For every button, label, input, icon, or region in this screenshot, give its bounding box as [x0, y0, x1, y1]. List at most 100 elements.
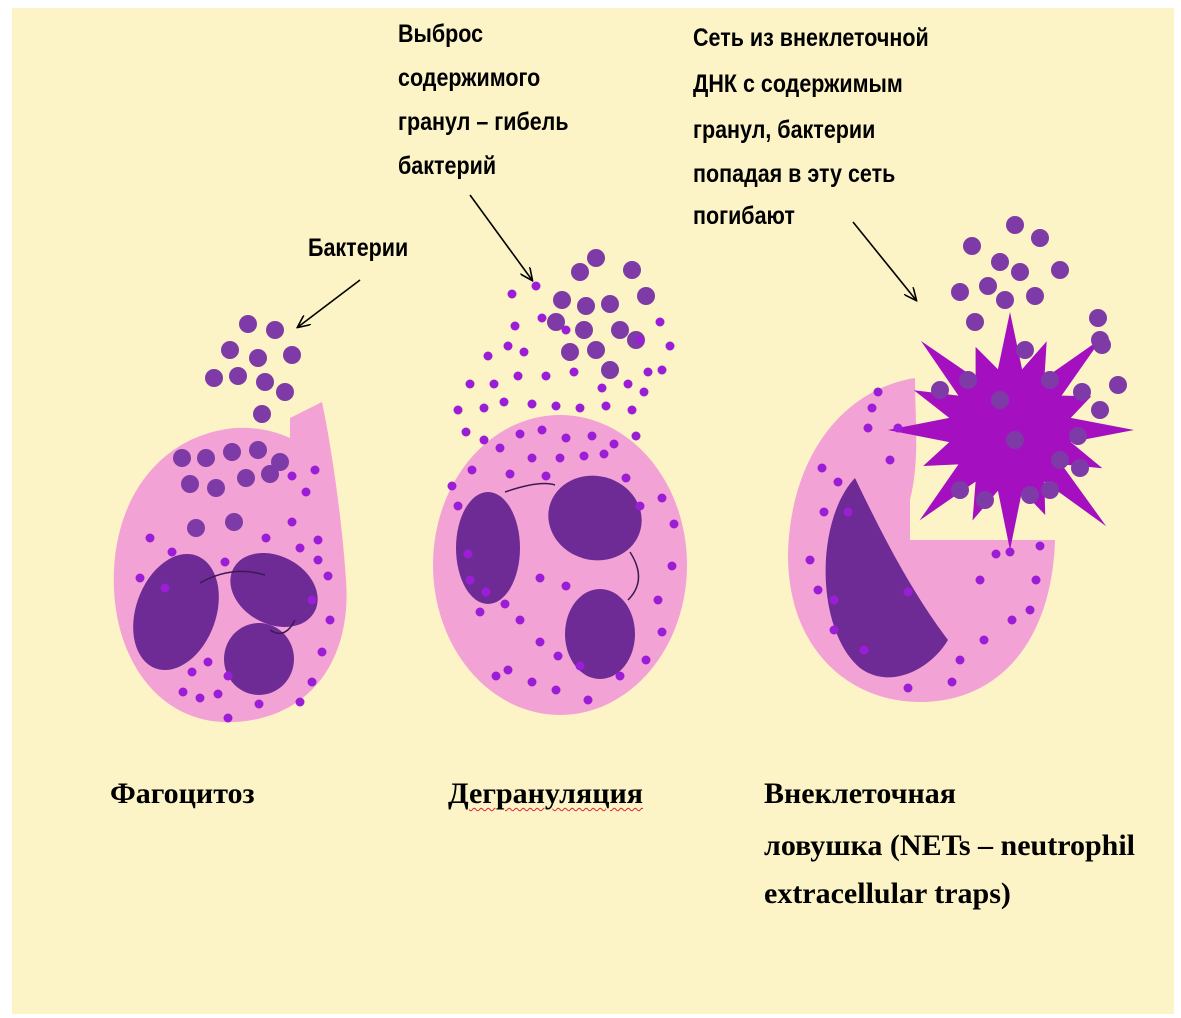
- granule: [894, 424, 903, 433]
- granule: [542, 472, 551, 481]
- granule: [532, 282, 541, 291]
- bacterium: [197, 449, 215, 467]
- granule: [562, 434, 571, 443]
- bacterium: [991, 391, 1009, 409]
- granule: [476, 608, 485, 617]
- bacterium: [261, 465, 279, 483]
- granule: [501, 600, 510, 609]
- granule: [490, 380, 499, 389]
- granule: [814, 586, 823, 595]
- granule: [632, 432, 641, 441]
- granule: [616, 672, 625, 681]
- granule: [588, 432, 597, 441]
- granule: [1036, 542, 1045, 551]
- granule: [308, 678, 317, 687]
- granule: [834, 478, 843, 487]
- granule: [506, 470, 515, 479]
- granule: [204, 658, 213, 667]
- label-net-line-5: погибают: [693, 200, 795, 233]
- granule: [830, 596, 839, 605]
- granule: [516, 430, 525, 439]
- granule: [820, 508, 829, 517]
- granule: [288, 518, 297, 527]
- granule: [262, 534, 271, 543]
- bacterium: [181, 475, 199, 493]
- bacterium: [1091, 401, 1109, 419]
- bacterium: [587, 341, 605, 359]
- granule: [511, 322, 520, 331]
- granule: [528, 454, 537, 463]
- bacterium: [1091, 331, 1109, 349]
- label-net-line-2: ДНК с содержимым: [693, 68, 903, 101]
- granule: [538, 426, 547, 435]
- caption-trap-line-3: extracellular traps): [764, 876, 1011, 912]
- bacterium: [221, 341, 239, 359]
- granule: [654, 596, 663, 605]
- bacterium: [237, 469, 255, 487]
- granule: [516, 616, 525, 625]
- granule: [844, 508, 853, 517]
- bacterium: [1011, 263, 1029, 281]
- bacterium: [1073, 383, 1091, 401]
- bacterium: [1006, 431, 1024, 449]
- granule: [580, 452, 589, 461]
- granule: [314, 556, 323, 565]
- granule: [624, 380, 633, 389]
- label-net-line-3: гранул, бактерии: [693, 114, 875, 147]
- granule: [196, 694, 205, 703]
- granule: [864, 424, 873, 433]
- bacterium: [1006, 216, 1024, 234]
- bacterium: [1051, 261, 1069, 279]
- bacterium: [1109, 376, 1127, 394]
- label-net-line-1: Сеть из внеклеточной: [693, 22, 929, 55]
- bacterium: [207, 479, 225, 497]
- granule: [992, 550, 1001, 559]
- nucleus-lobe: [224, 623, 294, 695]
- granule: [656, 318, 665, 327]
- granule: [288, 472, 297, 481]
- granule: [668, 562, 677, 571]
- granule: [576, 662, 585, 671]
- granule: [214, 690, 223, 699]
- granule: [860, 646, 869, 655]
- granule: [1008, 616, 1017, 625]
- bacterium: [979, 277, 997, 295]
- bacterium: [637, 287, 655, 305]
- label-release-line-4: бактерий: [398, 150, 496, 183]
- caption-phagocytosis: Фагоцитоз: [110, 776, 255, 812]
- granule: [311, 466, 320, 475]
- bacterium: [1016, 341, 1034, 359]
- granule: [658, 494, 667, 503]
- granule: [1026, 606, 1035, 615]
- granule: [622, 474, 631, 483]
- granule: [188, 668, 197, 677]
- bacterium: [571, 263, 589, 281]
- granule: [1032, 576, 1041, 585]
- granule: [980, 636, 989, 645]
- granule: [324, 572, 333, 581]
- bacterium: [951, 481, 969, 499]
- bacterium: [966, 313, 984, 331]
- granule: [179, 688, 188, 697]
- granule: [146, 534, 155, 543]
- label-bacteria: Бактерии: [308, 232, 408, 265]
- granule: [221, 558, 230, 567]
- granule: [466, 576, 475, 585]
- granule: [528, 400, 537, 409]
- granule: [462, 428, 471, 437]
- granule: [296, 698, 305, 707]
- granule: [948, 678, 957, 687]
- bacterium: [253, 405, 271, 423]
- granule: [318, 648, 327, 657]
- bacterium: [205, 369, 223, 387]
- bacterium: [256, 373, 274, 391]
- granule: [602, 402, 611, 411]
- bacterium: [553, 291, 571, 309]
- granule: [644, 368, 653, 377]
- bacterium: [561, 343, 579, 361]
- granule: [484, 352, 493, 361]
- granule: [956, 656, 965, 665]
- bacterium: [577, 297, 595, 315]
- granule: [302, 488, 311, 497]
